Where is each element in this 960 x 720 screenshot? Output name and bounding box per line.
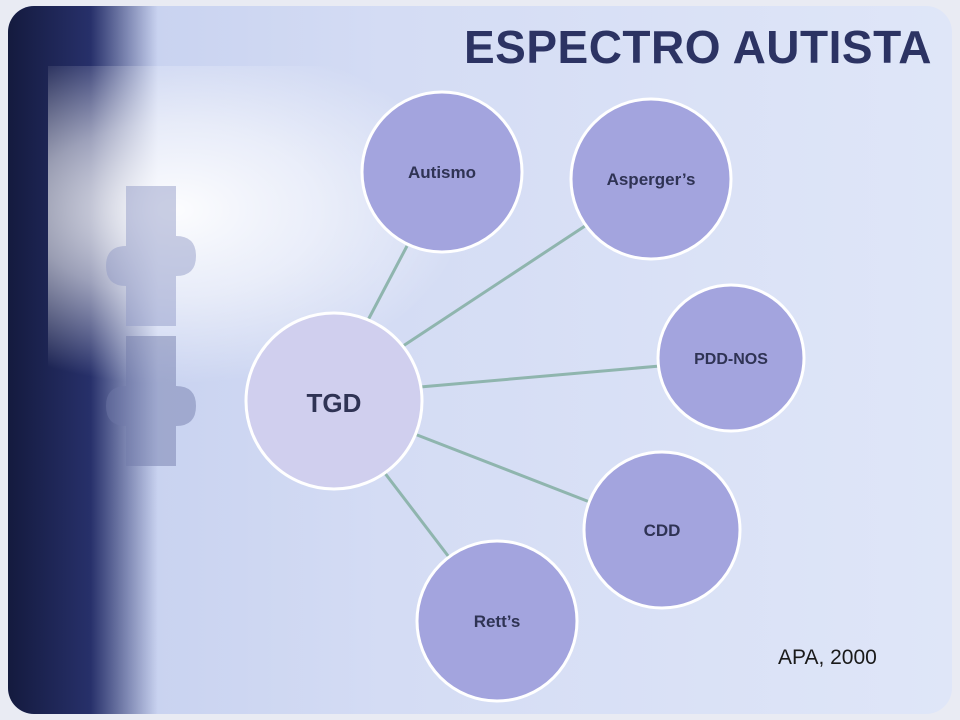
- node-asperger-label: Asperger’s: [607, 170, 696, 189]
- node-retts-label: Rett’s: [474, 612, 521, 631]
- node-autismo-label: Autismo: [408, 163, 476, 182]
- node-cdd: CDD: [582, 450, 742, 610]
- node-pdd-nos: PDD-NOS: [656, 283, 806, 433]
- node-pdd-nos-label: PDD-NOS: [694, 351, 768, 368]
- connector-pdd-nos: [419, 364, 661, 389]
- node-cdd-label: CDD: [644, 521, 681, 540]
- citation-text: APA, 2000: [778, 646, 877, 669]
- slide-title: ESPECTRO AUTISTA: [463, 21, 932, 73]
- connector-asperger: [402, 224, 586, 348]
- puzzle-piece-icon: [106, 186, 196, 466]
- node-retts: Rett’s: [415, 539, 579, 703]
- node-autismo: Autismo: [360, 90, 524, 254]
- connector-retts: [379, 467, 457, 566]
- connectors: [365, 224, 661, 566]
- connector-autismo: [365, 245, 409, 323]
- node-center-label: TGD: [307, 388, 362, 418]
- connector-cdd: [411, 431, 601, 508]
- node-center-tgd: TGD: [244, 311, 424, 491]
- node-asperger: Asperger’s: [569, 97, 733, 261]
